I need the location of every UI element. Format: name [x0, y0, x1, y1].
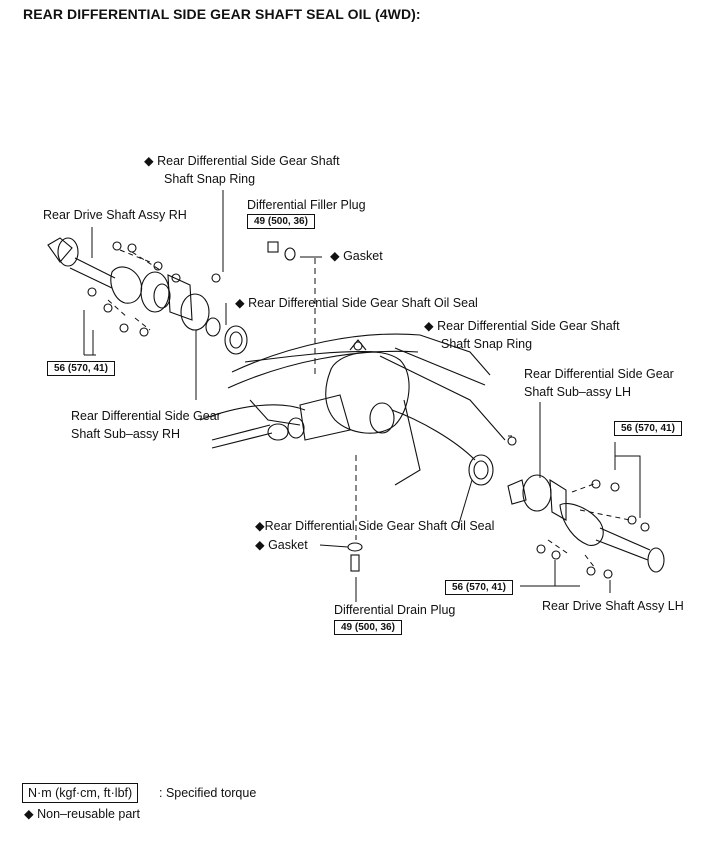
label-filler-plug: Differential Filler Plug: [247, 198, 366, 212]
legend-unit-box: N·m (kgf·cm, ft·lbf): [22, 783, 139, 803]
label-oil-seal-top: ◆ Rear Differential Side Gear Shaft Oil …: [235, 296, 478, 310]
torque-lh-bottom: 56 (570, 41): [445, 580, 513, 595]
label-snap-ring-lh: ◆ Rear Differential Side Gear Shaft: [424, 319, 620, 333]
label-drive-shaft-lh: Rear Drive Shaft Assy LH: [542, 599, 684, 613]
label-gasket-top: ◆ Gasket: [330, 249, 383, 263]
page-title: REAR DIFFERENTIAL SIDE GEAR SHAFT SEAL O…: [23, 6, 421, 22]
label-sub-assy-rh-line2: Shaft Sub–assy RH: [71, 427, 181, 441]
torque-filler: 49 (500, 36): [247, 214, 315, 229]
legend-non-reusable: ◆ Non–reusable part: [24, 807, 140, 821]
label-snap-ring-lh-line2: Shaft Snap Ring: [441, 337, 533, 351]
label-drive-shaft-rh: Rear Drive Shaft Assy RH: [43, 208, 187, 222]
label-sub-assy-lh: Rear Differential Side Gear: [524, 367, 674, 381]
label-drain-plug: Differential Drain Plug: [334, 603, 456, 617]
label-snap-ring-rh-line2: Shaft Snap Ring: [164, 172, 256, 186]
label-oil-seal-bottom: ◆Rear Differential Side Gear Shaft Oil S…: [255, 519, 495, 533]
legend-unit-text: : Specified torque: [159, 786, 257, 800]
label-sub-assy-lh-line2: Shaft Sub–assy LH: [524, 385, 632, 399]
label-sub-assy-rh: Rear Differential Side Gear: [71, 409, 221, 423]
torque-lh-top: 56 (570, 41): [614, 421, 682, 436]
torque-drain: 49 (500, 36): [334, 620, 402, 635]
torque-rh-flange: 56 (570, 41): [47, 361, 115, 376]
label-gasket-bottom: ◆ Gasket: [255, 538, 308, 552]
label-snap-ring-rh: ◆ Rear Differential Side Gear Shaft: [144, 154, 340, 168]
